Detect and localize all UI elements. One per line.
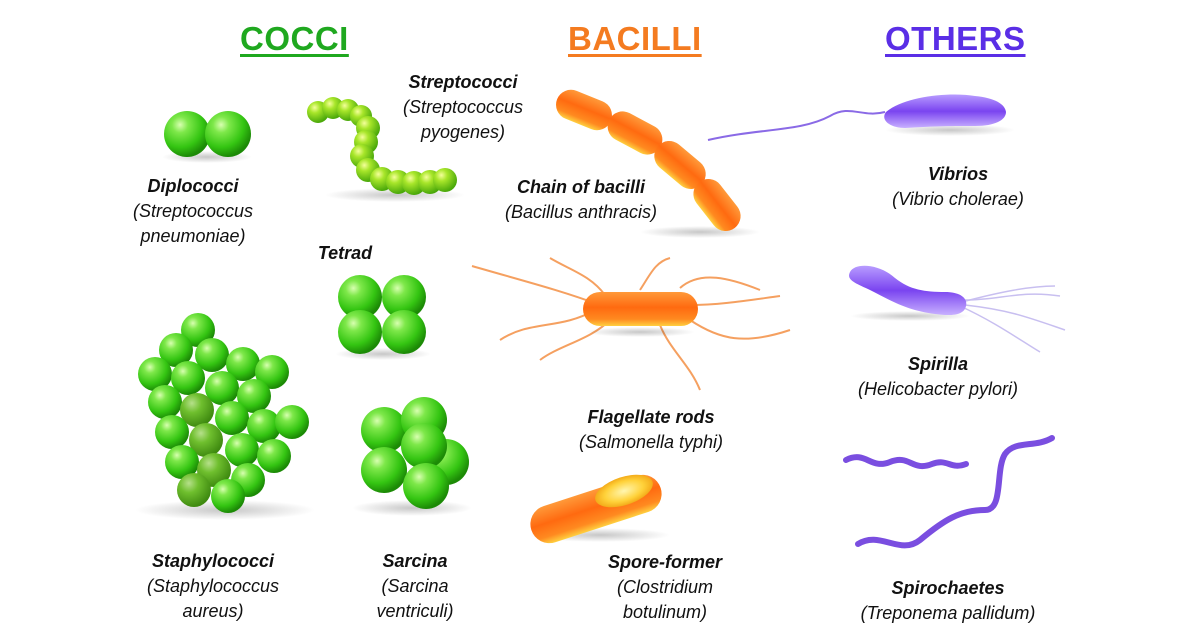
- heading-others: OTHERS: [885, 20, 1026, 57]
- label-diplococci: Diplococci (Streptococcus pneumoniae): [118, 174, 268, 249]
- tetrad-drawing: [335, 275, 431, 360]
- spore-former-sci-1: (Clostridium: [616, 577, 713, 597]
- spirilla-name: Spirilla: [907, 354, 969, 374]
- tetrad-name: Tetrad: [317, 243, 373, 263]
- diplococci-sci-2: pneumoniae): [140, 226, 246, 246]
- staphylococci-sci-1: (Staphylococcus: [146, 576, 280, 596]
- streptococci-sci-1: (Streptococcus: [402, 97, 524, 117]
- spirochaetes-sci: (Treponema pallidum): [860, 603, 1036, 623]
- spirilla-drawing: [849, 265, 1066, 353]
- staphylococci-drawing: [135, 313, 315, 520]
- spirilla-sci: (Helicobacter pylori): [857, 379, 1019, 399]
- flagellate-rods-name: Flagellate rods: [587, 407, 715, 427]
- chain-of-bacilli-sci: (Bacillus anthracis): [504, 202, 658, 222]
- diplococci-name: Diplococci: [147, 176, 239, 196]
- heading-cocci: COCCI: [240, 20, 349, 57]
- label-spirilla: Spirilla (Helicobacter pylori): [838, 352, 1038, 402]
- label-chain-of-bacilli: Chain of bacilli (Bacillus anthracis): [486, 175, 676, 225]
- streptococci-drawing: [307, 97, 465, 202]
- label-spore-former: Spore-former (Clostridium botulinum): [580, 550, 750, 625]
- spirochaetes-drawing: [843, 435, 1055, 549]
- label-staphylococci: Staphylococci (Staphylococcus aureus): [128, 549, 298, 624]
- streptococci-sci-2: pyogenes): [420, 122, 506, 142]
- chain-of-bacilli-drawing: [556, 89, 760, 238]
- diplococci-sci-1: (Streptococcus: [132, 201, 254, 221]
- streptococci-name: Streptococci: [408, 72, 518, 92]
- vibrios-name: Vibrios: [927, 164, 989, 184]
- staphylococci-name: Staphylococci: [151, 551, 275, 571]
- sarcina-drawing: [352, 397, 472, 516]
- staphylococci-sci-2: aureus): [182, 601, 244, 621]
- spirochaetes-name: Spirochaetes: [891, 578, 1005, 598]
- vibrios-sci: (Vibrio cholerae): [892, 189, 1024, 209]
- chain-of-bacilli-name: Chain of bacilli: [516, 177, 645, 197]
- diplococci-drawing: [162, 111, 252, 163]
- label-vibrios: Vibrios (Vibrio cholerae): [868, 162, 1048, 212]
- label-spirochaetes: Spirochaetes (Treponema pallidum): [838, 576, 1058, 626]
- spore-former-drawing: [530, 474, 670, 544]
- sarcina-name: Sarcina: [382, 551, 448, 571]
- label-flagellate-rods: Flagellate rods (Salmonella typhi): [556, 405, 746, 455]
- sarcina-sci-1: (Sarcina: [381, 576, 449, 596]
- heading-bacilli: BACILLI: [568, 20, 702, 57]
- sarcina-sci-2: ventriculi): [376, 601, 454, 621]
- spore-former-name: Spore-former: [607, 552, 723, 572]
- label-tetrad: Tetrad: [300, 241, 390, 266]
- vibrio-drawing: [707, 94, 1015, 141]
- spore-former-sci-2: botulinum): [622, 602, 708, 622]
- label-sarcina: Sarcina (Sarcina ventriculi): [350, 549, 480, 624]
- label-streptococci: Streptococci (Streptococcus pyogenes): [388, 70, 538, 145]
- flagellate-rods-sci: (Salmonella typhi): [578, 432, 724, 452]
